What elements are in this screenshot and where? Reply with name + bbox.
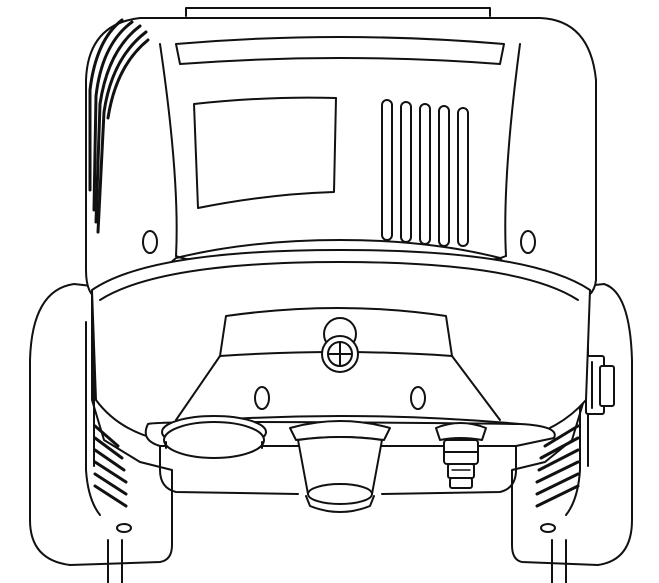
base-panel <box>91 249 591 447</box>
right-stand-leg <box>551 539 567 583</box>
left-screw-hole <box>142 230 158 254</box>
cup-connector <box>289 420 391 513</box>
top-vent-panel <box>175 36 505 65</box>
left-arm-grille <box>93 424 128 508</box>
top-carry-handle <box>185 7 491 17</box>
right-screw-hole <box>520 230 536 254</box>
label-window <box>193 96 337 209</box>
lock-knob <box>321 317 359 373</box>
right-vent-slots <box>381 99 469 247</box>
left-arm-screw <box>116 523 132 533</box>
left-cooling-fins <box>88 18 150 234</box>
right-side-latch <box>585 355 615 415</box>
head-housing <box>85 7 597 301</box>
right-arm-grille <box>535 424 580 508</box>
left-yoke-arm <box>29 283 173 583</box>
round-port-cover <box>161 415 267 459</box>
base-left-slot <box>254 386 270 410</box>
lower-body <box>159 445 517 495</box>
xlr-connector <box>435 422 487 489</box>
base-right-slot <box>410 386 426 410</box>
right-yoke-arm <box>511 283 633 583</box>
right-arm-screw <box>540 523 556 533</box>
left-stand-leg <box>107 539 123 583</box>
